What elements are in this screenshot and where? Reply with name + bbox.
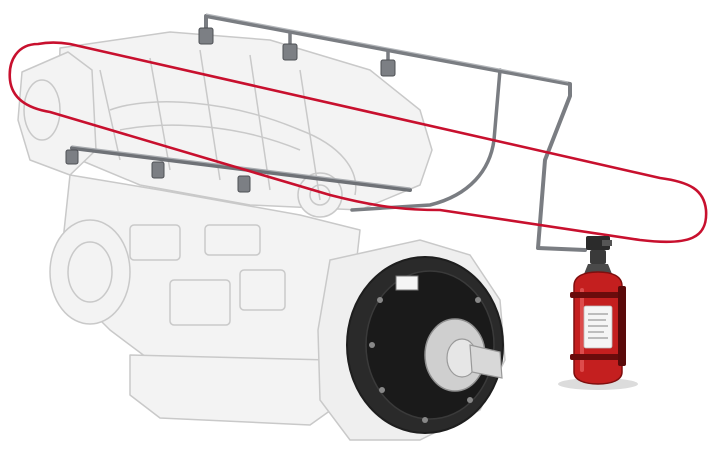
upper-pipe-highlight xyxy=(205,13,569,83)
engine-detail-box xyxy=(239,269,286,311)
cylinder-label-lines xyxy=(588,313,608,339)
nozzle-icon xyxy=(65,149,79,165)
valve-head xyxy=(584,236,612,274)
engine-front-pulley-hub xyxy=(67,241,113,303)
nozzle-icon xyxy=(380,59,396,77)
housing-nameplate xyxy=(395,275,419,291)
cylinder-strap xyxy=(570,292,626,298)
upper-nozzles xyxy=(198,27,396,77)
nozzle-icon xyxy=(151,161,165,179)
flywheel-housing xyxy=(317,239,506,441)
upper-distribution-pipe xyxy=(198,13,587,252)
output-shaft xyxy=(469,344,503,379)
nozzle-icon xyxy=(198,27,214,45)
housing-bolts xyxy=(369,297,481,423)
cylinder-bracket xyxy=(618,286,626,366)
engine-detail-box xyxy=(169,279,231,326)
cylinder-label xyxy=(583,305,613,349)
fire-extinguisher-cylinder xyxy=(558,236,638,390)
lower-nozzles xyxy=(65,149,251,193)
engine-detail-box xyxy=(129,224,181,261)
lower-pipe-highlight xyxy=(71,145,411,189)
engine-cover-ribs xyxy=(99,49,321,201)
cylinder-strap xyxy=(570,354,626,360)
engine-sump xyxy=(129,354,339,426)
detection-tube xyxy=(8,41,708,244)
engine-intake-pipe xyxy=(119,124,301,151)
engine-detail-box xyxy=(204,224,261,256)
nozzle-icon xyxy=(282,43,298,61)
engine-exhaust-manifold xyxy=(109,101,357,196)
nozzle-icon xyxy=(237,175,251,193)
